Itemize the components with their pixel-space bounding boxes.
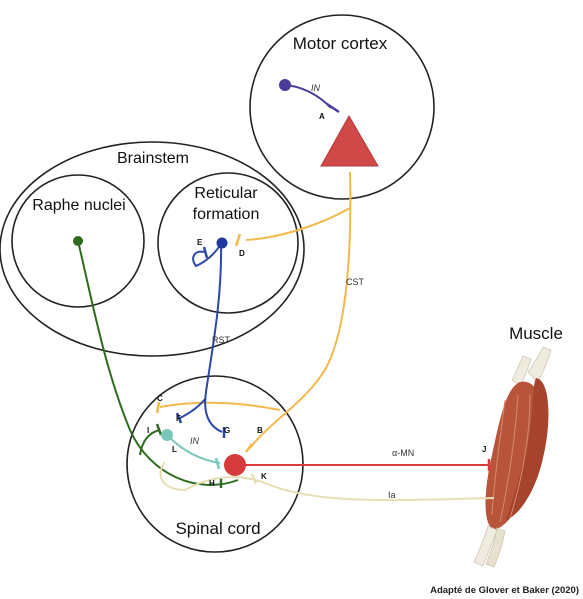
synapse-letter-f: F	[176, 414, 181, 423]
synapse-letter-e: E	[197, 238, 203, 247]
synapse-letter-b: B	[257, 426, 263, 435]
synapse-c-terminal	[157, 402, 159, 413]
synapse-d-terminal	[236, 234, 240, 246]
cst-to-spinal-branch	[160, 403, 280, 410]
synapse-e-terminal	[204, 247, 207, 258]
synapse-letter-g: G	[224, 426, 230, 435]
cst-label: CST	[346, 277, 365, 287]
synapse-letter-k: K	[261, 472, 267, 481]
motor-cortex-label: Motor cortex	[293, 34, 388, 53]
synapse-letter-l: L	[172, 445, 177, 454]
brainstem-region	[0, 142, 304, 356]
raphe-axon	[78, 241, 238, 485]
pyramidal-neuron	[321, 116, 378, 166]
alpha-motoneuron-soma	[224, 454, 246, 476]
raphe-nuclei-label: Raphe nuclei	[32, 197, 125, 214]
brainstem-label: Brainstem	[117, 150, 189, 167]
spinal-in-label: IN	[190, 436, 200, 446]
muscle-illustration	[474, 347, 551, 567]
synapse-letter-h: H	[209, 479, 215, 488]
reticular-formation-label-line1: Reticular	[194, 185, 258, 202]
reticular-formation-label-line2: formation	[193, 206, 260, 223]
cortical-interneuron-soma	[279, 79, 291, 91]
source-credit: Adapté de Glover et Baker (2020)	[430, 585, 579, 596]
ia-label: Ia	[388, 490, 396, 500]
muscle-label: Muscle	[509, 324, 563, 343]
cortical-in-label: IN	[311, 83, 321, 93]
synapse-letter-d: D	[239, 249, 245, 258]
spinal-cord-label: Spinal cord	[175, 519, 260, 538]
rst-branch-f	[180, 398, 206, 418]
synapse-l-terminal	[216, 458, 219, 469]
synapse-letter-i: I	[147, 426, 149, 435]
alpha-mn-label: α-MN	[392, 448, 414, 458]
synapse-a-terminal	[327, 104, 339, 112]
rst-label: RST	[212, 335, 231, 345]
synapse-i-terminal	[157, 424, 161, 435]
reticular-neuron-soma	[217, 238, 228, 249]
spinal-interneuron-soma	[161, 429, 173, 441]
raphe-neuron-soma	[73, 236, 83, 246]
synapse-letter-c: C	[157, 394, 163, 403]
synapse-letter-j: J	[482, 445, 486, 454]
synapse-letter-a: A	[319, 112, 325, 121]
cortical-interneuron-axon	[285, 85, 331, 108]
